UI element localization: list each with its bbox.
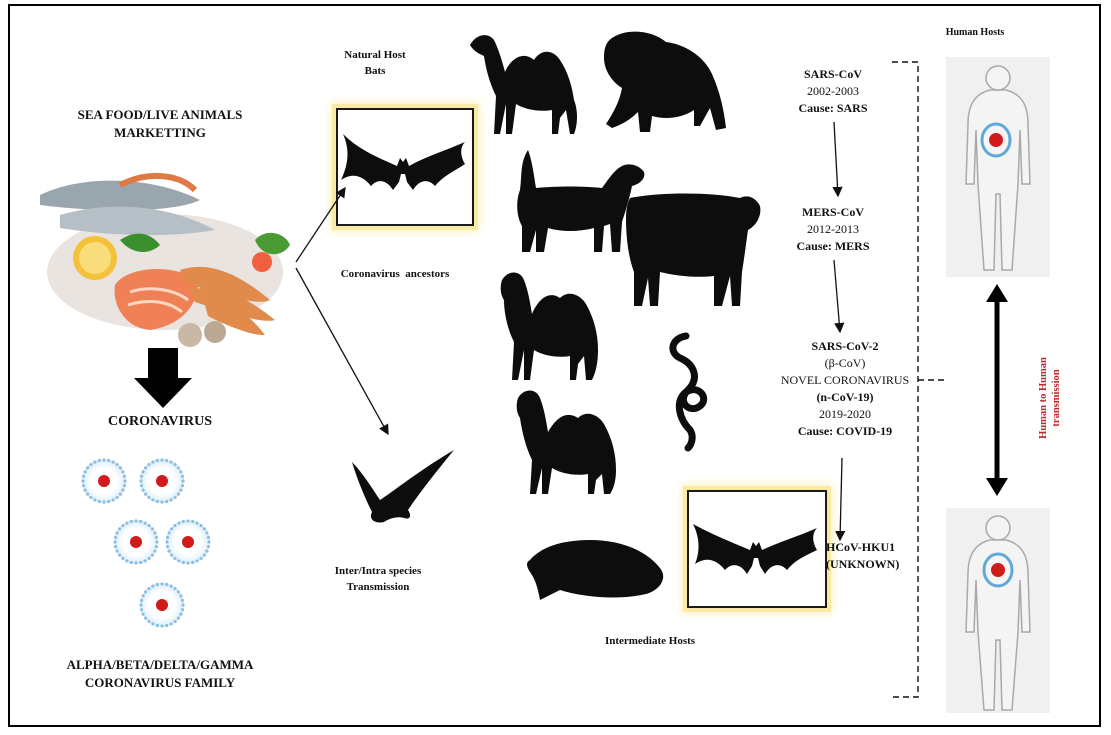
virus-cluster — [81, 458, 210, 627]
arrow-to-transmission — [296, 268, 388, 434]
h2h-double-arrow — [986, 284, 1008, 496]
human-host-bracket — [892, 62, 918, 697]
bat-icon — [693, 524, 817, 574]
dog-icon — [517, 150, 644, 252]
camel-icon — [470, 35, 577, 134]
virus-icon — [139, 582, 184, 627]
down-arrow-icon — [134, 348, 192, 408]
arrow-to-natural-host — [296, 188, 345, 262]
snake-icon — [673, 336, 704, 448]
infection-dot — [989, 133, 1003, 147]
virus-icon — [165, 519, 210, 564]
arrow-mers-to-cov2 — [834, 260, 840, 332]
human-body-icon — [966, 66, 1030, 270]
bat-icon — [341, 134, 465, 190]
virus-icon — [113, 519, 158, 564]
arrow-sars-to-mers — [834, 122, 838, 196]
cow-icon — [626, 194, 760, 307]
virus-icon — [81, 458, 126, 503]
camel-icon — [517, 391, 616, 495]
human-body-icon — [966, 516, 1030, 710]
camel-icon — [501, 273, 598, 381]
bird-icon — [352, 450, 454, 523]
monkey-icon — [604, 32, 726, 132]
seafood-icon — [40, 176, 290, 347]
infection-dot — [991, 563, 1005, 577]
arrow-cov2-to-hku1 — [840, 458, 842, 540]
fish-icon — [527, 540, 663, 600]
virus-icon — [139, 458, 184, 503]
